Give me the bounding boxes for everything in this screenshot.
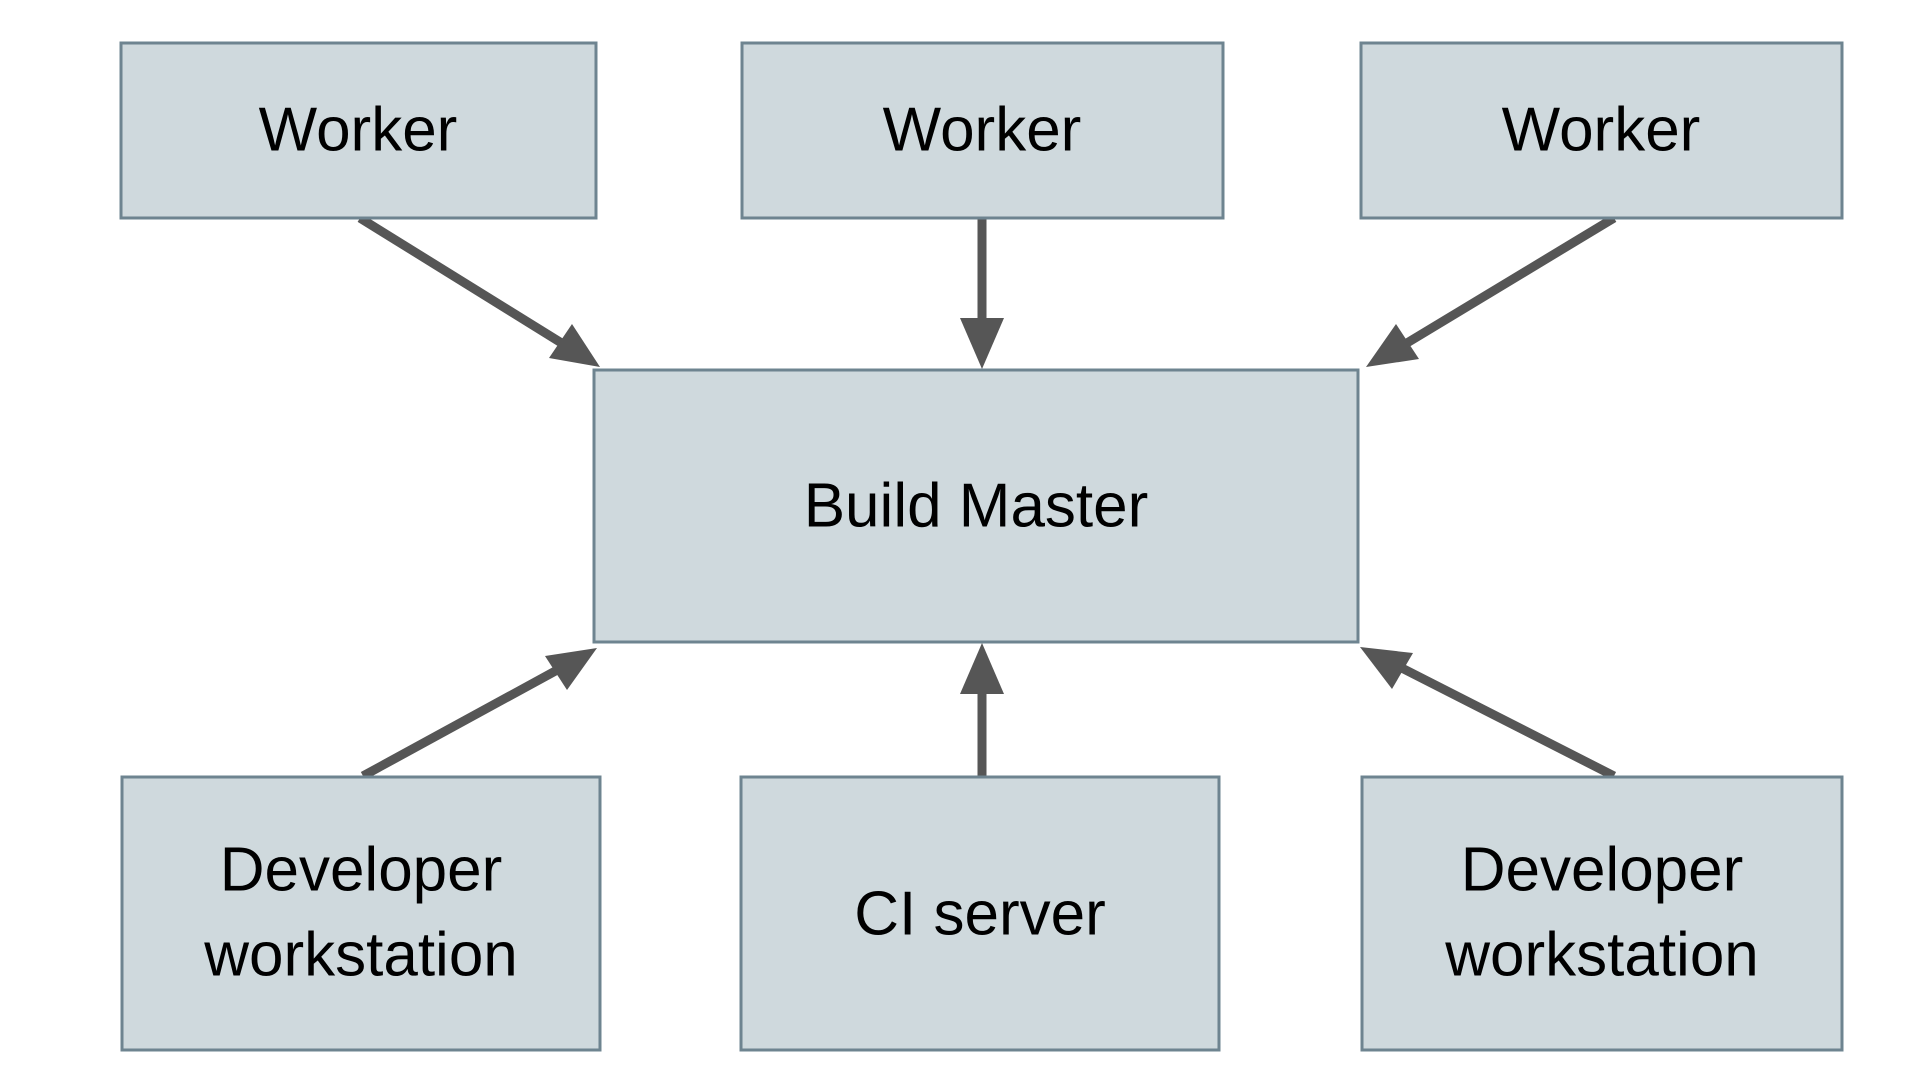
arrowhead-icon <box>1360 647 1413 689</box>
node-label: Worker <box>883 95 1082 164</box>
arrowhead-icon <box>545 648 597 690</box>
edge-worker-right-to-build-master <box>1366 214 1617 367</box>
node-worker-left[interactable]: Worker <box>119 41 598 220</box>
node-label-line2: workstation <box>1444 920 1759 989</box>
edge-line <box>1385 656 1617 781</box>
edge-worker-left-to-build-master <box>357 214 600 367</box>
arrowhead-icon <box>960 643 1004 694</box>
node-box[interactable] <box>120 775 602 1052</box>
node-worker-right[interactable]: Worker <box>1359 41 1844 220</box>
node-box[interactable] <box>119 41 598 220</box>
node-label: Worker <box>1502 95 1701 164</box>
edge-line <box>1389 214 1617 356</box>
node-label: Developer <box>1461 835 1744 904</box>
node-worker-center[interactable]: Worker <box>740 41 1225 220</box>
node-label: Developer <box>220 835 503 904</box>
arrowhead-icon <box>1366 324 1419 367</box>
edge-line <box>357 214 579 356</box>
node-label: CI server <box>854 879 1105 948</box>
node-build-master[interactable]: Build Master <box>592 368 1360 644</box>
node-label-line2: workstation <box>203 920 518 989</box>
arrowhead-icon <box>549 324 600 367</box>
edge-dev-workstation-left-to-build-master <box>360 648 597 780</box>
arrowhead-icon <box>960 318 1004 369</box>
edge-ci-server-to-build-master <box>960 643 1004 776</box>
node-box[interactable] <box>740 41 1225 220</box>
node-label: Worker <box>259 95 458 164</box>
edge-dev-workstation-right-to-build-master <box>1360 647 1617 781</box>
node-box[interactable] <box>1360 775 1844 1052</box>
edge-line <box>360 659 573 780</box>
node-label: Build Master <box>804 471 1149 540</box>
edge-worker-center-to-build-master <box>960 218 1004 369</box>
node-ci-server[interactable]: CI server <box>739 775 1221 1052</box>
node-dev-workstation-left[interactable]: Developer workstation <box>120 775 602 1052</box>
node-box[interactable] <box>592 368 1360 644</box>
node-box[interactable] <box>1359 41 1844 220</box>
node-dev-workstation-right[interactable]: Developer workstation <box>1360 775 1844 1052</box>
node-box[interactable] <box>739 775 1221 1052</box>
